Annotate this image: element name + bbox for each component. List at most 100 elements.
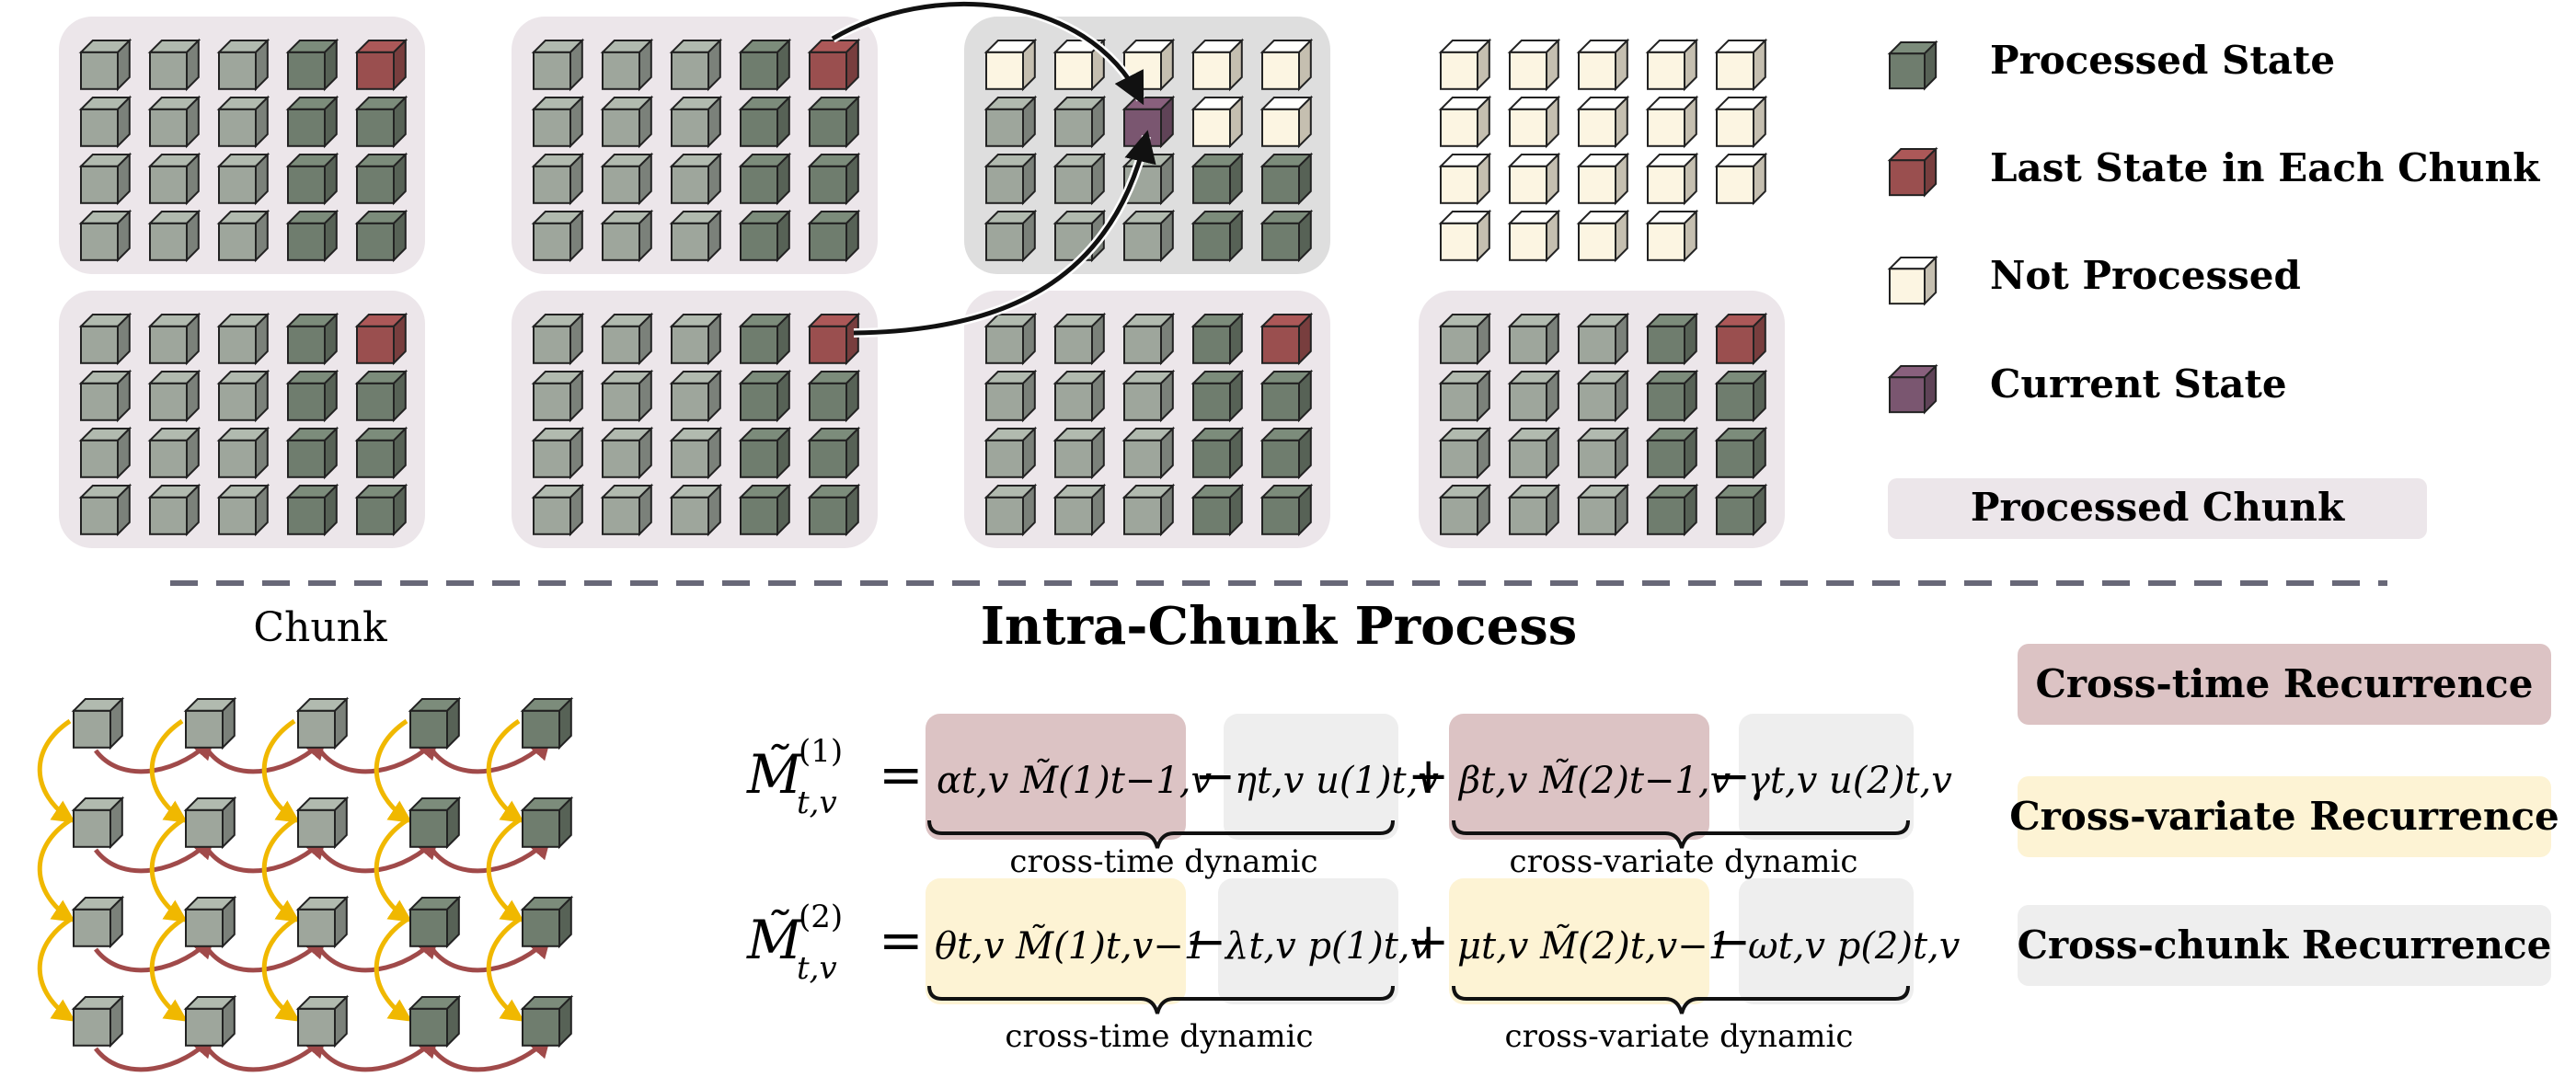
processed-cube [78, 312, 132, 366]
eq2-term1: θt,v M̃(1)t,v−1 [935, 924, 1207, 968]
cross-time-arrow [206, 1034, 328, 1072]
processed-cube [531, 483, 585, 537]
processed-cube [738, 426, 792, 480]
processed-cube [738, 209, 792, 263]
eq2-term3-box [1449, 878, 1709, 1004]
cross-variate-arrow [37, 818, 76, 922]
cross-chunk-recurrence-label: Cross-chunk Recurrence [2018, 922, 2552, 968]
processed-cube [1438, 312, 1492, 366]
processed-cube [600, 369, 654, 423]
eq1-minus1: − [1194, 747, 1236, 805]
processed-cube [531, 426, 585, 480]
recurrence-legend: Cross-time Recurrence Cross-variate Recu… [2009, 644, 2559, 986]
eq1-term2: ηt,v u(1)t,v [1235, 760, 1439, 802]
not-processed-cube [1576, 209, 1630, 263]
cross-time-recurrence-label: Cross-time Recurrence [2036, 661, 2534, 706]
processed-cube [669, 426, 723, 480]
processed-cube [807, 483, 861, 537]
processed-cube [147, 426, 201, 480]
processed-cube [738, 95, 792, 149]
eq1-term1-box [926, 714, 1186, 840]
legend-processed-state-icon [1887, 40, 1938, 91]
processed-cube [600, 209, 654, 263]
eq1-term4-box [1739, 714, 1914, 840]
legend-processed-chunk-box [1888, 478, 2427, 539]
cross-time-recurrence-box [2018, 644, 2551, 725]
last-state-cube [1714, 312, 1768, 366]
chunk-detail-cube [295, 895, 350, 949]
not-processed-cube-icon [1887, 255, 1938, 306]
processed-cube [807, 152, 861, 206]
not-processed-cube [1438, 209, 1492, 263]
legend-current-state-label: Current State [1990, 361, 2287, 407]
eq1-lhs-sup: (1) [799, 733, 843, 770]
processed-cube [1052, 369, 1107, 423]
processed-cube [669, 152, 723, 206]
processed-cube [216, 95, 270, 149]
eq2-lhs: M̃ [746, 908, 803, 971]
processed-cube [78, 426, 132, 480]
processed-cube [1190, 369, 1245, 423]
not-processed-cube [1645, 95, 1699, 149]
processed-cube [600, 483, 654, 537]
processed-cube [1259, 152, 1314, 206]
processed-cube [1052, 312, 1107, 366]
processed-cube [1052, 152, 1107, 206]
chunk-detail-cube [520, 895, 574, 949]
processed-cube [78, 95, 132, 149]
not-processed-cube [1714, 95, 1768, 149]
cross-variate-arrow [37, 917, 76, 1022]
processed-cube [669, 95, 723, 149]
processed-cube [147, 38, 201, 92]
processed-cube [285, 483, 339, 537]
processed-cube [354, 483, 408, 537]
legend-not-processed-label: Not Processed [1990, 253, 2301, 298]
processed-cube [216, 369, 270, 423]
processed-cube [1576, 483, 1630, 537]
processed-cube [807, 426, 861, 480]
processed-cube [147, 95, 201, 149]
cross-variate-arrow [374, 917, 413, 1022]
processed-cube [1576, 312, 1630, 366]
processed-cube [807, 209, 861, 263]
chunk-detail-cube [295, 994, 350, 1048]
cross-variate-arrow [149, 818, 189, 922]
chunk-detail-grid [37, 696, 574, 1072]
chunk-detail-cube [408, 895, 462, 949]
not-processed-cube [1576, 38, 1630, 92]
not-processed-cube [1714, 38, 1768, 92]
eq1-term3-box [1449, 714, 1709, 840]
processed-cube [354, 209, 408, 263]
cross-variate-recurrence-label: Cross-variate Recurrence [2009, 794, 2559, 839]
processed-cube [600, 152, 654, 206]
eq1-term4: γt,v u(2)t,v [1748, 760, 1952, 802]
processed-cube [531, 152, 585, 206]
eq2-brace-right-label: cross-variate dynamic [1505, 1018, 1854, 1055]
processed-cube [78, 369, 132, 423]
processed-cube [1190, 209, 1245, 263]
chunk-detail-cube [71, 994, 125, 1048]
processed-cube [1645, 483, 1699, 537]
chunk-detail-cube [183, 994, 237, 1048]
chunk-detail-cube [295, 796, 350, 850]
cross-variate-arrow [261, 917, 301, 1022]
not-processed-cube [1190, 95, 1245, 149]
eq1-brace-left [927, 819, 1395, 849]
last-state-cube [1259, 312, 1314, 366]
processed-cube [1438, 426, 1492, 480]
not-processed-cube [1576, 152, 1630, 206]
processed-cube [1121, 483, 1176, 537]
not-processed-cube [1438, 152, 1492, 206]
cross-variate-arrow [149, 718, 189, 823]
chunk-detail-cube [520, 994, 574, 1048]
eq1-brace-left-label: cross-time dynamic [1009, 843, 1317, 880]
processed-cube [738, 483, 792, 537]
processed-cube [1438, 369, 1492, 423]
not-processed-cube [1576, 95, 1630, 149]
chunk-detail-cube [71, 895, 125, 949]
processed-cube [1259, 369, 1314, 423]
processed-cube [738, 152, 792, 206]
cross-chunk-recurrence-box [2018, 905, 2551, 986]
processed-cube [983, 369, 1038, 423]
processed-cube [216, 426, 270, 480]
